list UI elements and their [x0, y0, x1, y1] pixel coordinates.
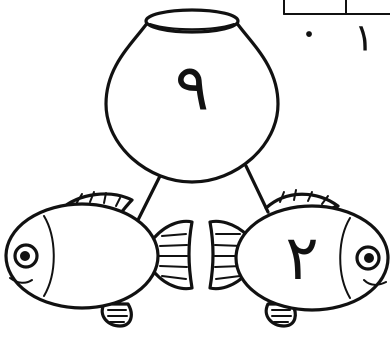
corner-table-lines: [284, 0, 390, 14]
bullet-mark: •: [303, 23, 315, 47]
item-number: ١: [354, 16, 374, 60]
fish-left-part: [6, 192, 192, 326]
whole-number: ٩: [175, 52, 209, 126]
right-part-number: ٢: [285, 221, 318, 294]
